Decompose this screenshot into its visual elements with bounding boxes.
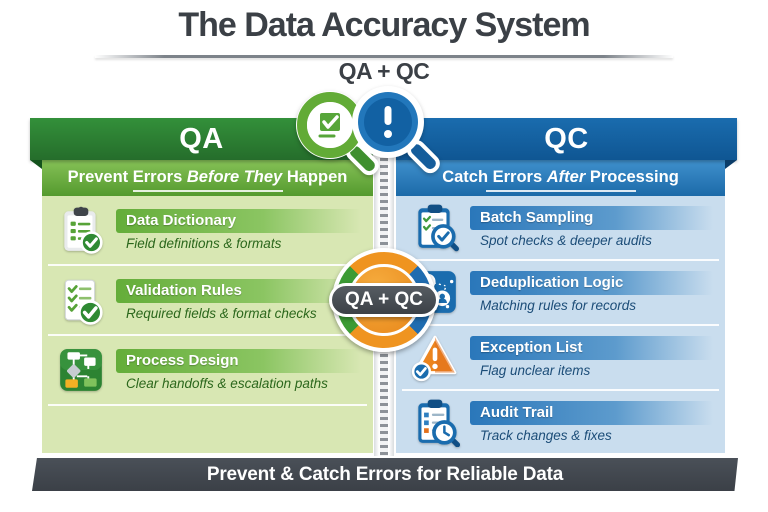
footer-banner: Prevent & Catch Errors for Reliable Data xyxy=(32,458,738,491)
checklist-icon xyxy=(64,279,103,325)
list-item: Exception List Flag unclear items xyxy=(402,326,719,391)
item-desc: Flag unclear items xyxy=(480,362,591,378)
qc-header-fold xyxy=(725,160,737,169)
list-item: Deduplication Logic Matching rules for r… xyxy=(402,261,719,326)
qa-tagline: Prevent Errors Before They Happen xyxy=(42,160,373,196)
list-item: Audit Trail Track changes & fixes xyxy=(402,391,719,456)
item-title: Batch Sampling xyxy=(470,205,713,230)
flowchart-icon xyxy=(60,349,102,391)
qa-header-label: QA xyxy=(179,123,224,155)
item-title: Data Dictionary xyxy=(116,208,361,233)
qc-tagline-underline xyxy=(485,190,636,192)
warning-triangle-icon xyxy=(411,335,457,382)
list-item: Validation Rules Required fields & forma… xyxy=(48,266,367,336)
item-title: Deduplication Logic xyxy=(470,270,713,295)
title-divider xyxy=(95,55,673,58)
qc-header-label: QC xyxy=(544,123,589,155)
list-item: Batch Sampling Spot checks & deeper audi… xyxy=(402,196,719,261)
qa-panel: Data Dictionary Field definitions & form… xyxy=(42,196,373,453)
page-subtitle: QA + QC xyxy=(338,58,430,84)
list-item: Process Design Clear handoffs & escalati… xyxy=(48,336,367,406)
item-title: Exception List xyxy=(470,335,713,360)
qc-header: QC xyxy=(396,118,737,169)
green-checkbook-magnifier-icon xyxy=(296,91,379,176)
page-title: The Data Accuracy System xyxy=(178,6,590,44)
qa-tagline-underline xyxy=(132,190,283,192)
list-item: Data Dictionary Field definitions & form… xyxy=(48,196,367,266)
blue-alert-magnifier-icon xyxy=(352,86,440,174)
item-desc: Matching rules for records xyxy=(480,297,637,313)
qa-qc-badge: QA + QC xyxy=(329,248,439,352)
item-title: Process Design xyxy=(116,348,361,373)
item-desc: Field definitions & formats xyxy=(126,235,282,251)
qc-panel: Batch Sampling Spot checks & deeper audi… xyxy=(396,196,725,456)
item-desc: Required fields & format checks xyxy=(126,305,317,321)
qa-header-fold xyxy=(30,160,42,169)
item-desc: Track changes & fixes xyxy=(480,427,612,443)
badge-label: QA + QC xyxy=(329,283,439,317)
item-title: Audit Trail xyxy=(470,400,713,425)
clipboard-clock-icon xyxy=(418,399,460,447)
item-title: Validation Rules xyxy=(116,278,361,303)
item-desc: Spot checks & deeper audits xyxy=(480,232,652,248)
magnifier-icons xyxy=(296,86,440,176)
item-desc: Clear handoffs & escalation paths xyxy=(126,375,328,391)
clipboard-magnifier-check-icon xyxy=(418,204,459,252)
qc-tagline: Catch Errors After Processing xyxy=(396,160,725,196)
clipboard-check-icon xyxy=(64,206,103,254)
